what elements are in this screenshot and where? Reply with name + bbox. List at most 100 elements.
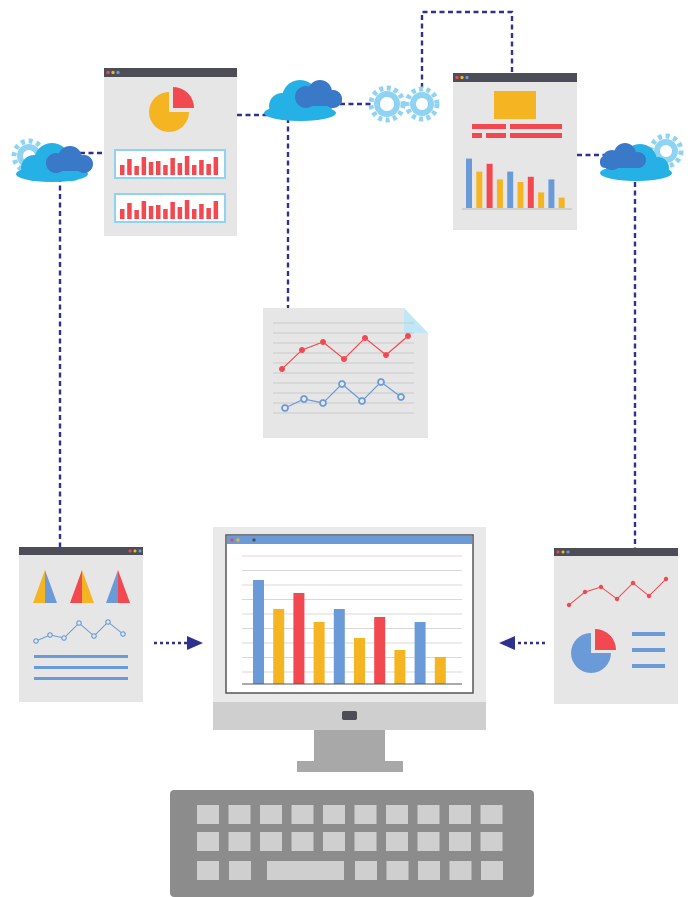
bar bbox=[374, 617, 386, 684]
connector-lines bbox=[58, 10, 637, 548]
point bbox=[105, 619, 111, 625]
key bbox=[260, 805, 282, 824]
pie-chart-icon bbox=[149, 87, 194, 132]
bar bbox=[134, 210, 139, 219]
power-button bbox=[342, 711, 357, 720]
line-chart-icon bbox=[279, 333, 411, 412]
key bbox=[354, 805, 377, 824]
bar bbox=[476, 171, 483, 208]
bar bbox=[148, 206, 154, 219]
bar bbox=[354, 638, 365, 684]
image-placeholder bbox=[494, 91, 536, 119]
window-pie-bars bbox=[104, 68, 237, 236]
text-lines bbox=[632, 632, 665, 668]
point bbox=[582, 589, 588, 595]
key bbox=[417, 832, 440, 851]
window-pie-line bbox=[554, 548, 678, 704]
bar bbox=[192, 209, 197, 219]
bar bbox=[313, 622, 325, 684]
line-chart-icon bbox=[33, 619, 126, 644]
cloud-icon bbox=[600, 143, 672, 181]
point bbox=[320, 339, 326, 345]
point bbox=[646, 593, 652, 599]
bar bbox=[177, 207, 183, 219]
point bbox=[397, 393, 405, 401]
bar bbox=[192, 165, 197, 175]
key bbox=[354, 832, 377, 851]
bar bbox=[253, 580, 264, 684]
key bbox=[355, 861, 377, 880]
bar bbox=[434, 657, 446, 684]
arrow-icon bbox=[499, 636, 548, 650]
pie-chart-icon bbox=[571, 629, 616, 673]
bar-chart-icon bbox=[466, 158, 565, 208]
text-lines bbox=[472, 124, 562, 138]
key bbox=[291, 805, 314, 824]
bar bbox=[466, 158, 472, 208]
bar bbox=[163, 165, 168, 175]
key bbox=[449, 861, 472, 880]
bar bbox=[486, 163, 493, 208]
bar bbox=[213, 201, 219, 219]
bar bbox=[517, 182, 524, 208]
point bbox=[91, 633, 97, 639]
point bbox=[341, 356, 347, 362]
bar bbox=[548, 179, 555, 208]
bar bbox=[496, 179, 503, 208]
key bbox=[480, 832, 503, 851]
bar bbox=[141, 201, 147, 219]
point bbox=[663, 576, 669, 582]
cloud-gear-right bbox=[600, 133, 684, 181]
window-report-bars bbox=[453, 73, 577, 230]
bar bbox=[127, 159, 132, 175]
bar bbox=[414, 622, 426, 684]
bar bbox=[558, 197, 565, 208]
key bbox=[228, 832, 251, 851]
bar bbox=[273, 609, 285, 684]
point bbox=[598, 584, 604, 590]
spacebar bbox=[267, 861, 344, 880]
point bbox=[338, 380, 346, 388]
bar-strip bbox=[114, 193, 226, 223]
bar bbox=[213, 157, 219, 175]
key bbox=[260, 832, 282, 851]
point bbox=[566, 602, 572, 608]
key bbox=[291, 832, 314, 851]
bar bbox=[127, 203, 132, 219]
bar bbox=[199, 204, 204, 219]
bar bbox=[394, 650, 406, 684]
bar bbox=[156, 205, 161, 219]
point bbox=[61, 635, 67, 641]
keyboard-icon bbox=[170, 790, 534, 897]
text-lines bbox=[34, 655, 128, 680]
bar bbox=[538, 192, 545, 208]
point bbox=[383, 352, 389, 358]
bar bbox=[177, 163, 183, 175]
bar bbox=[156, 161, 161, 175]
key bbox=[229, 861, 251, 880]
monitor-icon bbox=[213, 527, 486, 772]
bar bbox=[148, 162, 154, 175]
key bbox=[386, 861, 409, 880]
point bbox=[300, 395, 308, 403]
bar bbox=[134, 166, 139, 175]
gear-pair bbox=[368, 85, 440, 123]
point bbox=[630, 580, 636, 586]
key bbox=[197, 861, 219, 880]
bar bbox=[120, 165, 125, 175]
key bbox=[323, 832, 345, 851]
cloud-center-top bbox=[264, 80, 342, 121]
point bbox=[319, 399, 327, 407]
bar-chart-icon bbox=[253, 580, 446, 684]
key bbox=[417, 805, 440, 824]
key bbox=[418, 861, 440, 880]
bar bbox=[293, 593, 305, 684]
cloud-gear-left bbox=[11, 138, 93, 182]
point bbox=[279, 366, 285, 372]
point bbox=[33, 638, 39, 644]
point bbox=[76, 620, 82, 626]
bar bbox=[184, 200, 190, 219]
key bbox=[197, 832, 219, 851]
bar-strip bbox=[114, 149, 226, 179]
key bbox=[323, 805, 345, 824]
